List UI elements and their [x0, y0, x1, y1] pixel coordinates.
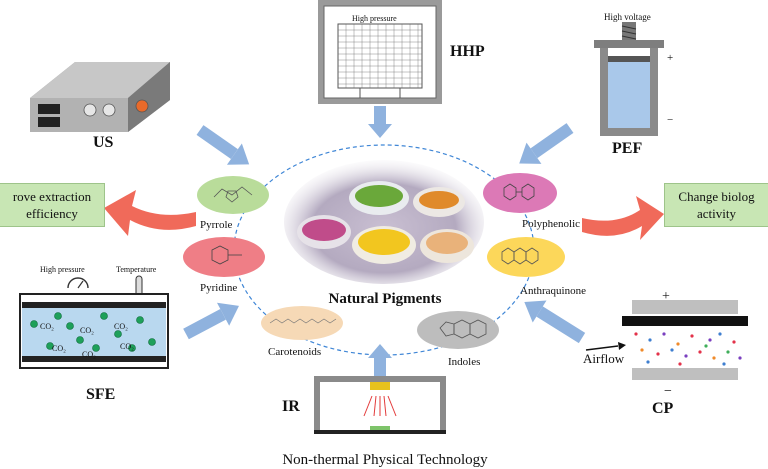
- pyrrole-label: Pyrrole: [200, 219, 233, 231]
- hhp-pressure-label: High pressure: [352, 14, 397, 23]
- footer-caption: Non-thermal Physical Technology: [282, 452, 488, 468]
- sfe-device: [19, 275, 169, 369]
- pyrrole-structure: [197, 176, 269, 214]
- airflow-label: Airflow: [583, 351, 625, 366]
- co2-label-4: CO₂: [52, 344, 66, 353]
- cp-label: CP: [652, 400, 674, 417]
- co2-label-5: CO₂: [82, 350, 96, 359]
- cp-minus: −: [664, 384, 672, 399]
- indoles-structure: [417, 311, 499, 349]
- polyphenolic-label: Polyphenolic: [522, 218, 581, 230]
- effect-bioactivity-line1: Change biolog: [678, 189, 755, 204]
- sfe-temperature-label: Temperature: [116, 265, 157, 274]
- red-arrow-right: [582, 196, 664, 240]
- sfe-pressure-label: High pressure: [40, 265, 85, 274]
- effect-extraction-box: rove extraction efficiency: [0, 183, 105, 227]
- co2-label-3: CO₂: [114, 322, 128, 331]
- hhp-label: HHP: [450, 43, 485, 60]
- pigments-photo: [284, 160, 484, 284]
- effect-extraction-line1: rove extraction: [12, 189, 92, 204]
- co2-label-6: CO₂: [120, 342, 134, 351]
- carotenoids-label: Carotenoids: [268, 346, 322, 358]
- polyphenolic-structure: [483, 173, 557, 213]
- carotenoids-structure: [261, 306, 343, 340]
- pef-plus: +: [667, 52, 674, 64]
- hhp-device: [318, 0, 442, 104]
- indoles-label: Indoles: [448, 356, 481, 368]
- pef-device: [594, 22, 664, 136]
- effect-extraction-line2: efficiency: [26, 206, 78, 221]
- us-label: US: [93, 134, 114, 151]
- effect-bioactivity-line2: activity: [697, 206, 736, 221]
- red-arrow-left: [104, 190, 196, 236]
- anthraquinone-structure: [487, 237, 565, 277]
- cp-device: [622, 300, 748, 380]
- pef-label: PEF: [612, 140, 643, 157]
- cp-plus: +: [662, 289, 670, 304]
- sfe-label: SFE: [86, 386, 116, 403]
- ir-label: IR: [282, 398, 300, 415]
- pef-voltage-label: High voltage: [604, 12, 651, 22]
- us-device: [30, 62, 170, 132]
- ir-device: [314, 376, 446, 434]
- co2-label-1: CO₂: [40, 322, 54, 331]
- effect-bioactivity-box: Change biolog activity: [664, 183, 768, 227]
- co2-label-2: CO₂: [80, 326, 94, 335]
- pef-minus: −: [667, 114, 674, 126]
- pyridine-structure: [183, 237, 265, 277]
- anthraquinone-label: Anthraquinone: [520, 285, 586, 297]
- airflow-arrow: [585, 342, 626, 351]
- pyridine-label: Pyridine: [200, 282, 238, 294]
- center-title: Natural Pigments: [328, 291, 442, 307]
